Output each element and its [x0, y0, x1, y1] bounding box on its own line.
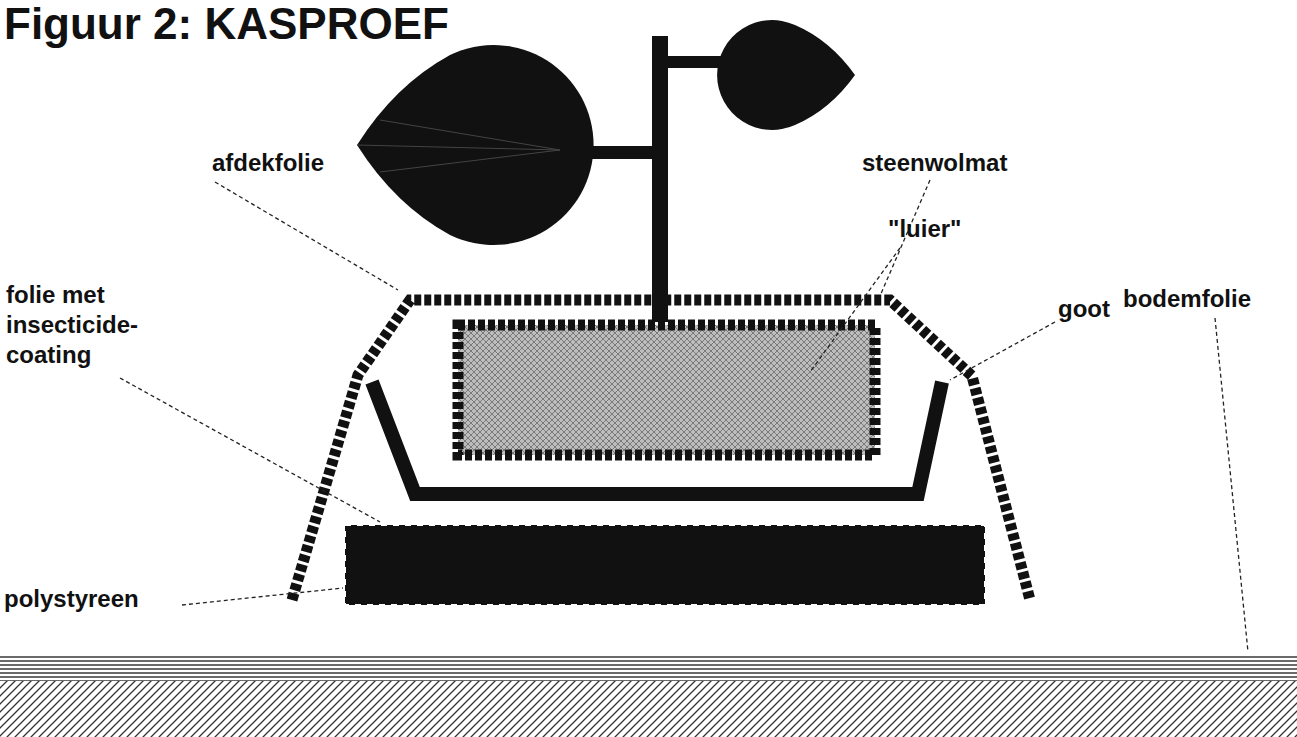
- part-label: polystyreen: [4, 584, 204, 614]
- leaf: [717, 20, 855, 130]
- leaf-veins: [357, 120, 560, 172]
- plant-stem: [652, 36, 668, 322]
- leaf: [357, 45, 594, 245]
- rockwool-slab: [458, 325, 875, 455]
- polystyrene-block: [345, 525, 985, 605]
- part-label: bodemfolie: [1123, 284, 1293, 314]
- figure-title: Figuur 2: KASPROEF: [4, 0, 449, 48]
- soil-hatching: [0, 681, 1297, 737]
- cover-foil: [292, 300, 1030, 600]
- part-label: "luier": [888, 214, 1028, 244]
- part-label: steenwolmat: [862, 148, 1062, 178]
- leaf-stalk: [668, 56, 723, 68]
- part-label: afdekfolie: [212, 148, 412, 178]
- leader-lines: [120, 180, 1248, 652]
- bottom-foil: [0, 655, 1297, 681]
- part-label: folie met insecticide-coating: [6, 280, 186, 370]
- insecticide-foil: [345, 525, 985, 605]
